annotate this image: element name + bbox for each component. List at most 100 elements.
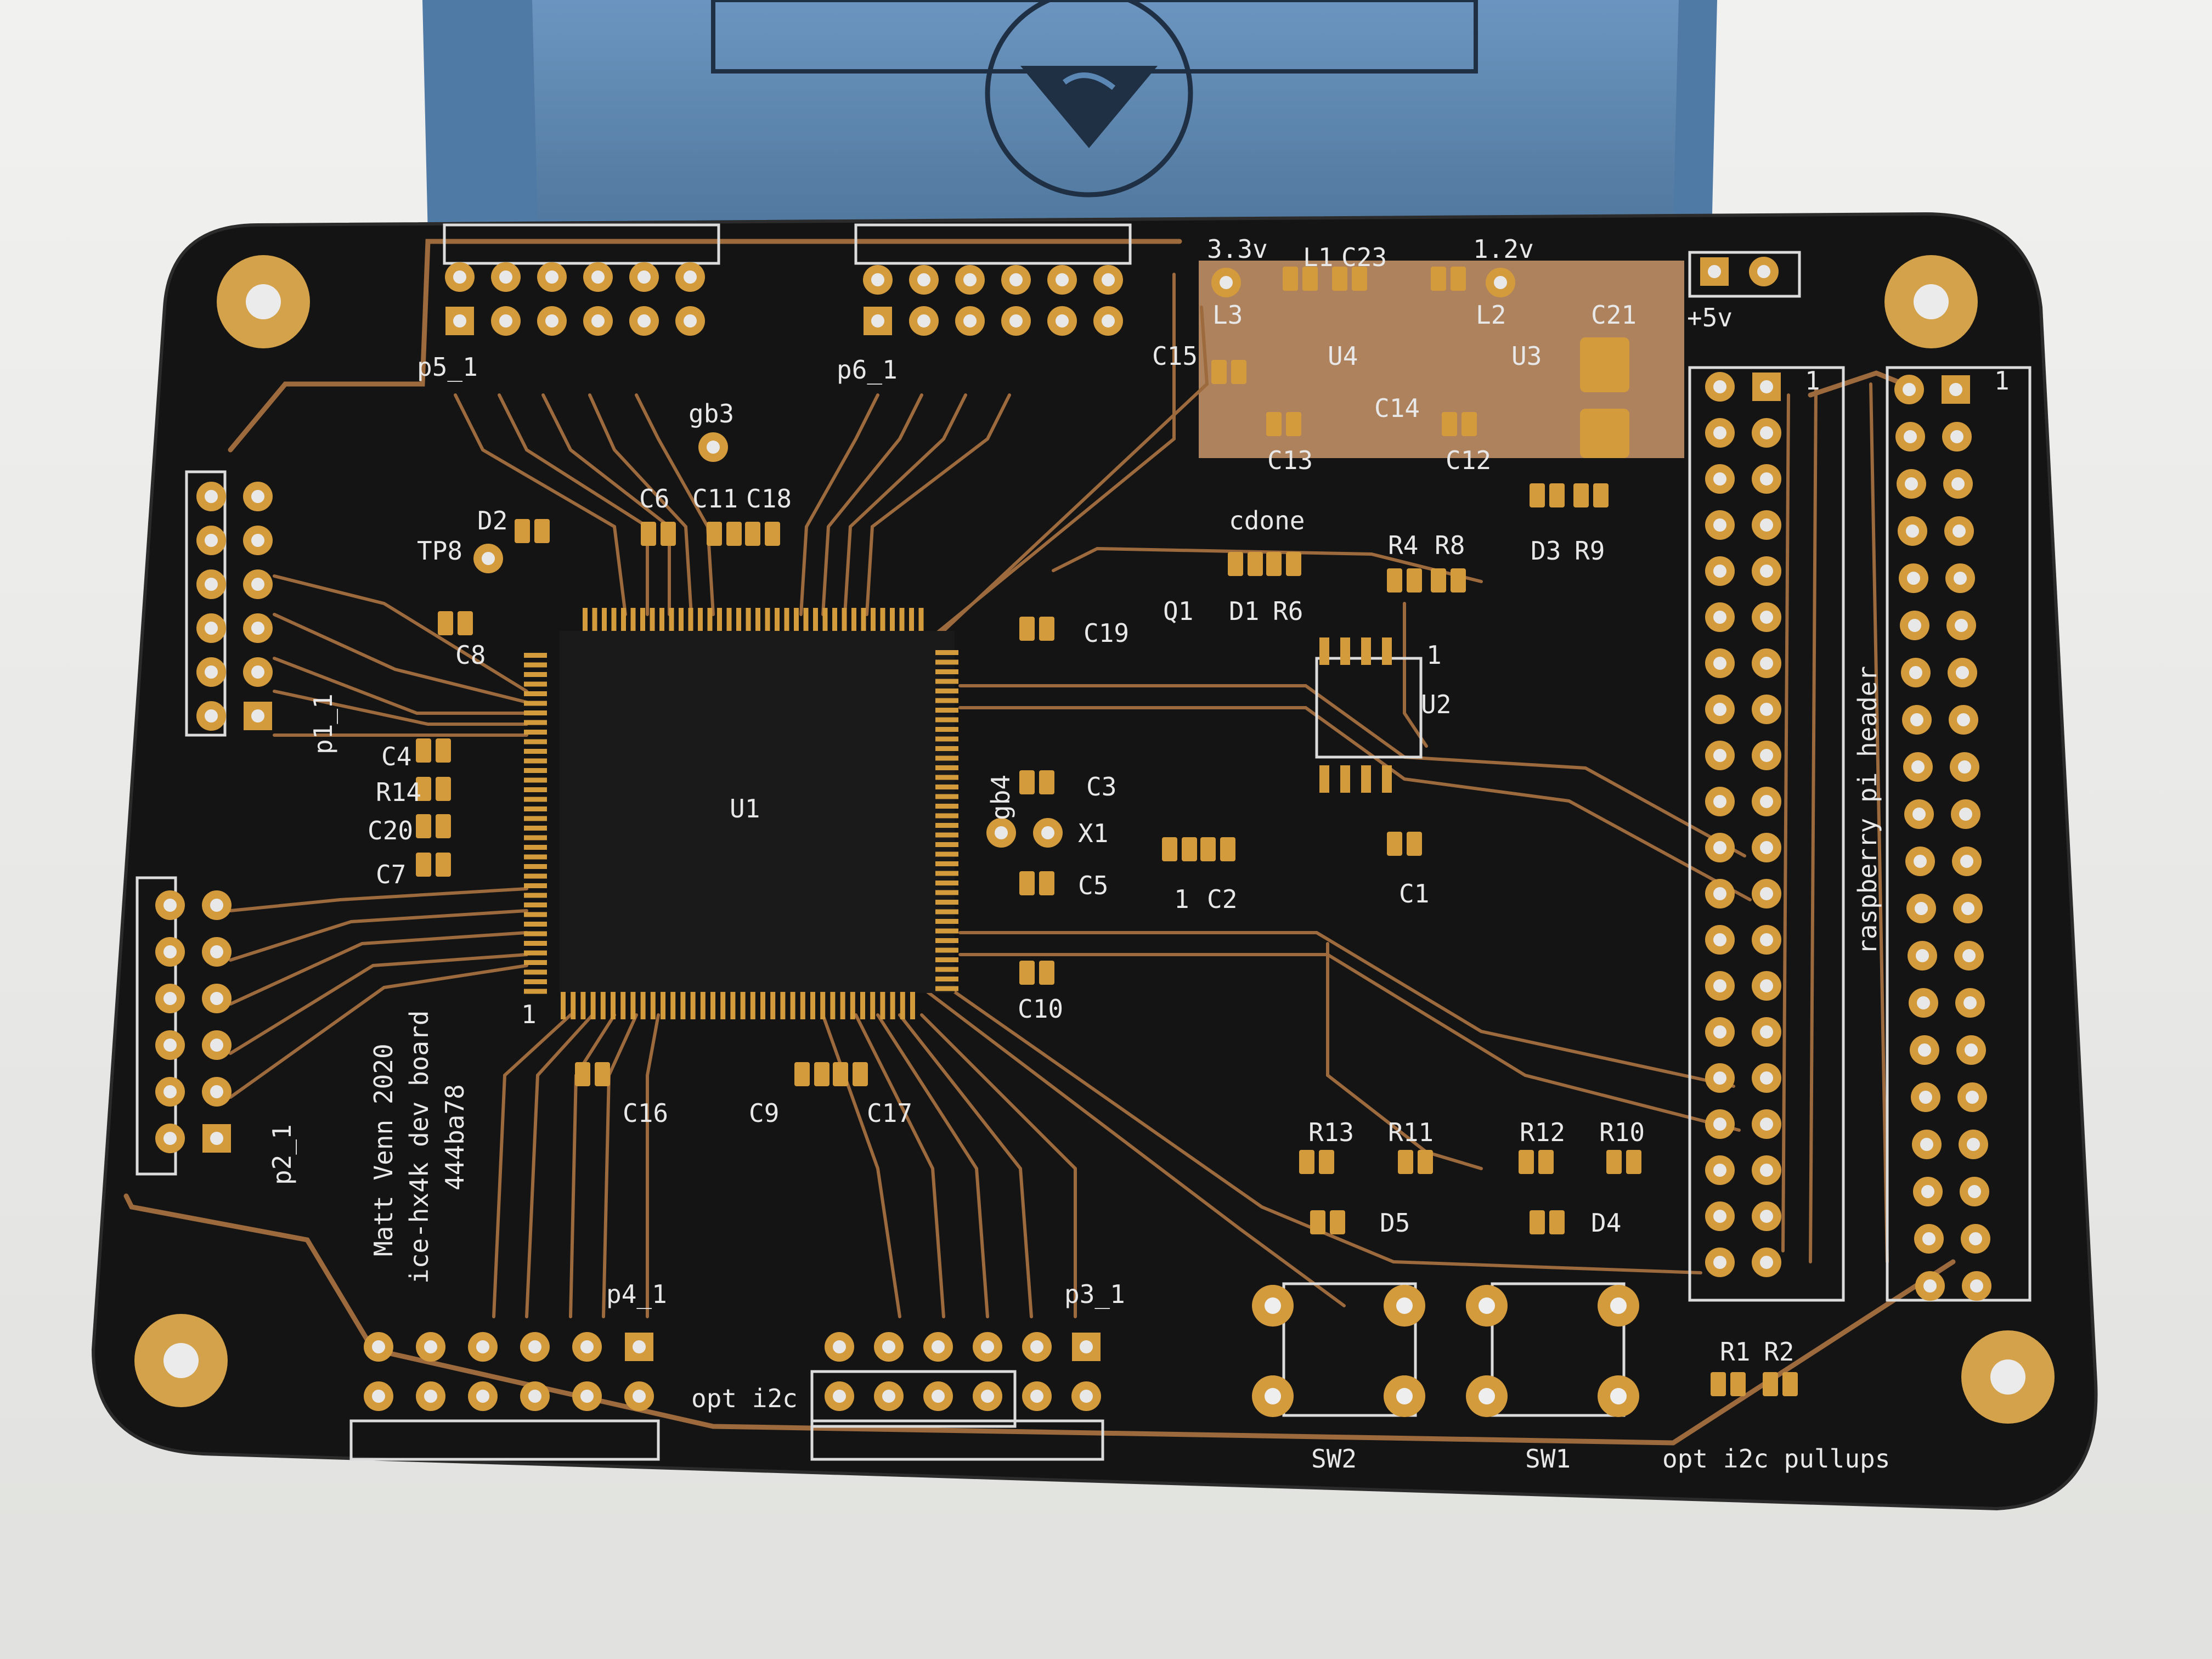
smd-component bbox=[1200, 837, 1235, 861]
fpga-pin bbox=[730, 992, 736, 1019]
th-pad bbox=[1705, 1155, 1735, 1185]
th-pad bbox=[1957, 1082, 1987, 1112]
fpga-pin bbox=[524, 768, 547, 773]
mounting-hole bbox=[134, 1314, 228, 1407]
label-d2: D2 bbox=[477, 506, 507, 535]
label-p5: p5_1 bbox=[417, 352, 478, 382]
fpga-pin bbox=[935, 967, 958, 972]
fpga-pin bbox=[571, 992, 576, 1019]
label-5v: +5v bbox=[1687, 303, 1733, 332]
label-r2: R2 bbox=[1764, 1337, 1794, 1367]
smd-component bbox=[416, 738, 451, 763]
mounting-hole bbox=[1961, 1330, 2055, 1424]
smd-component bbox=[1530, 1210, 1565, 1234]
fpga-pin bbox=[935, 659, 958, 665]
th-pad bbox=[1905, 847, 1935, 876]
th-pad bbox=[364, 1332, 393, 1362]
fpga-pin bbox=[870, 992, 876, 1019]
th-pad bbox=[864, 307, 892, 335]
smd-component bbox=[416, 814, 451, 838]
th-pad bbox=[1705, 925, 1735, 955]
fpga-pin bbox=[890, 608, 895, 631]
fpga-pin bbox=[590, 992, 596, 1019]
th-pad bbox=[416, 1381, 445, 1411]
fpga-pin bbox=[935, 746, 958, 751]
th-pad bbox=[629, 262, 659, 292]
fpga-pin bbox=[524, 950, 547, 956]
label-c21: C21 bbox=[1591, 300, 1637, 330]
label-gb3: gb3 bbox=[689, 399, 734, 428]
smd-pads bbox=[416, 267, 1798, 1396]
th-pad bbox=[1944, 516, 1974, 546]
th-pad bbox=[1486, 268, 1515, 297]
fpga-pin bbox=[670, 992, 676, 1019]
fpga-pin bbox=[800, 992, 805, 1019]
th-pad bbox=[196, 613, 226, 643]
label-c13: C13 bbox=[1267, 445, 1313, 475]
th-pad bbox=[468, 1381, 498, 1411]
th-pad bbox=[1072, 1333, 1101, 1361]
label-c7: C7 bbox=[376, 860, 406, 889]
fpga-pin bbox=[760, 992, 765, 1019]
fpga-pin bbox=[861, 608, 866, 631]
th-pad bbox=[1033, 818, 1063, 848]
fpga-pin bbox=[688, 608, 693, 631]
fpga-pin bbox=[822, 608, 828, 631]
fpga-pin bbox=[524, 739, 547, 744]
th-pad bbox=[1961, 1224, 1990, 1254]
fpga-pin bbox=[780, 992, 786, 1019]
label-x1: X1 bbox=[1078, 819, 1108, 848]
th-pad bbox=[675, 306, 705, 336]
th-pad bbox=[244, 702, 272, 730]
th-pad bbox=[973, 1381, 1002, 1411]
smd-component bbox=[575, 1062, 610, 1086]
sw2-switch bbox=[1252, 1285, 1425, 1417]
smd-component bbox=[1019, 961, 1054, 985]
label-c20: C20 bbox=[368, 816, 413, 845]
th-pad bbox=[202, 1030, 232, 1060]
smd-component bbox=[1310, 1210, 1345, 1234]
fpga-pin bbox=[726, 608, 732, 631]
th-pad bbox=[1752, 1155, 1781, 1185]
th-pad bbox=[155, 1077, 185, 1107]
fpga-pin bbox=[910, 992, 915, 1019]
smd-component bbox=[416, 853, 451, 877]
fpga-pin bbox=[524, 701, 547, 706]
th-pad bbox=[1903, 752, 1933, 782]
th-pad bbox=[155, 937, 185, 967]
label-l3: L3 bbox=[1212, 300, 1243, 330]
th-pad bbox=[1897, 469, 1926, 499]
smd-component bbox=[1162, 837, 1197, 861]
th-pad bbox=[1022, 1332, 1052, 1362]
label-c3: C3 bbox=[1086, 772, 1116, 802]
fpga-pin bbox=[935, 909, 958, 915]
th-pad bbox=[1752, 971, 1781, 1001]
fpga-pin bbox=[524, 912, 547, 917]
th-pad bbox=[1705, 695, 1735, 724]
smd-component bbox=[1711, 1372, 1746, 1396]
fpga-pin bbox=[524, 902, 547, 907]
fpga-pin bbox=[524, 787, 547, 792]
th-pad bbox=[1093, 306, 1123, 336]
u2-pin bbox=[1340, 765, 1350, 793]
th-pad bbox=[923, 1332, 953, 1362]
th-pad bbox=[202, 1077, 232, 1107]
fpga-pin bbox=[690, 992, 696, 1019]
smd-component bbox=[438, 611, 473, 635]
label-c19: C19 bbox=[1084, 618, 1129, 648]
fpga-pin bbox=[775, 608, 780, 631]
esd-warning-icon bbox=[985, 0, 1193, 198]
fpga-pin bbox=[909, 608, 914, 631]
fpga-pin bbox=[935, 928, 958, 934]
th-pad bbox=[1895, 422, 1925, 452]
smd-component bbox=[1019, 617, 1054, 641]
fpga-pin bbox=[524, 835, 547, 840]
th-pad bbox=[1906, 894, 1936, 923]
label-author-3: 444ba78 bbox=[440, 1084, 470, 1190]
u2-pin bbox=[1340, 637, 1350, 665]
label-r6: R6 bbox=[1273, 596, 1303, 626]
fpga-pin bbox=[935, 957, 958, 962]
smd-component bbox=[707, 522, 742, 546]
mounting-hole bbox=[1884, 255, 1978, 348]
th-pad bbox=[1910, 1035, 1939, 1065]
